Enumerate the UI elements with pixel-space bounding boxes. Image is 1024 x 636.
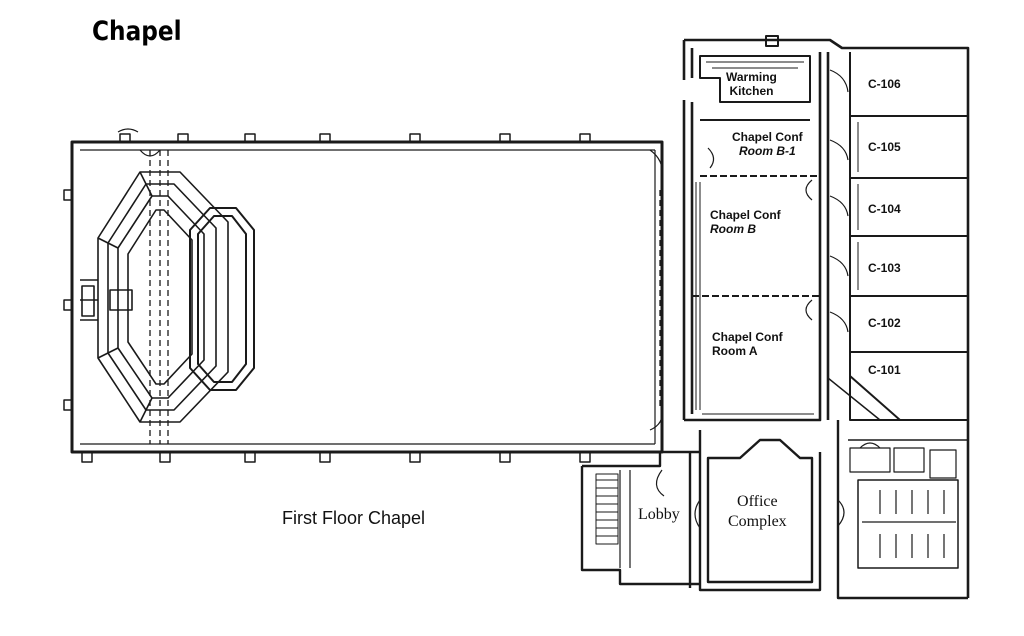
plan-caption: First Floor Chapel <box>282 508 426 528</box>
lower-wing-walls <box>580 420 968 600</box>
room-label-c102: C-102 <box>868 316 901 330</box>
room-label-conf-a: Chapel Conf Room A <box>712 330 783 358</box>
room-label-c104: C-104 <box>868 202 901 216</box>
room-label-c103: C-103 <box>868 261 901 275</box>
room-label-line: Chapel Conf <box>710 208 781 222</box>
room-label-conf-b1: Chapel Conf Room B-1 <box>732 130 803 158</box>
room-label-lobby: Lobby <box>638 506 680 523</box>
door-swings <box>117 69 849 431</box>
page-title: Chapel <box>92 16 182 47</box>
lower-door-swings <box>655 442 881 529</box>
room-label-line: Room B <box>710 222 756 236</box>
conference-room-walls <box>692 119 820 415</box>
chancel-table <box>189 207 255 391</box>
restroom-fixtures <box>849 447 957 558</box>
room-label-line: Warming <box>726 70 777 84</box>
room-label-line: Room A <box>712 344 758 358</box>
room-label-line: Room B-1 <box>739 144 796 158</box>
room-label-c101: C-101 <box>868 363 901 377</box>
c-rooms-walls <box>827 52 968 421</box>
room-label-line: Complex <box>728 513 787 530</box>
room-label-line: Office <box>737 493 778 510</box>
room-label-line: Kitchen <box>729 84 774 98</box>
room-label-c105: C-105 <box>868 140 901 154</box>
chapel-dashed-lines <box>149 150 661 444</box>
room-label-office-complex: Office Complex <box>728 492 787 532</box>
right-wing-walls <box>682 38 970 598</box>
room-label-warming-kitchen: Warming Kitchen <box>726 70 777 98</box>
altar-steps <box>80 171 229 423</box>
warming-kitchen-walls <box>699 35 811 103</box>
room-label-line: Chapel Conf <box>732 130 803 144</box>
room-label-line: Chapel Conf <box>712 330 783 344</box>
room-label-conf-b: Chapel Conf Room B <box>710 208 781 236</box>
chapel-pilasters <box>63 133 591 463</box>
stair-treads <box>595 473 619 545</box>
room-label-c106: C-106 <box>868 77 901 91</box>
